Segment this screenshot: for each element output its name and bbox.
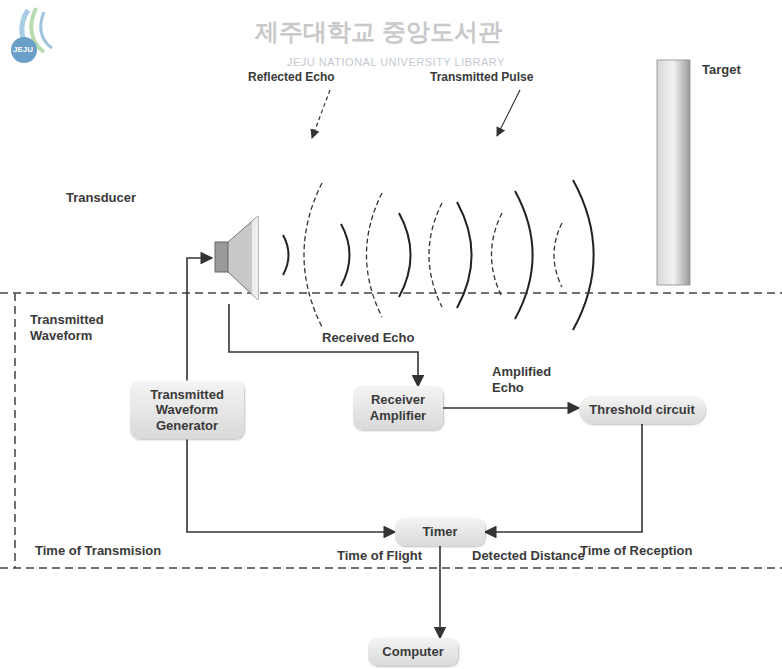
callout-label: Reflected Echo: [248, 70, 335, 84]
process-box: Transmitted Waveform Generator: [130, 381, 244, 440]
signal-arrow: [187, 258, 212, 381]
signal-arrow: [443, 407, 579, 409]
callout-label: Transmitted Pulse: [430, 70, 533, 84]
transducer-node: Transducer: [212, 212, 262, 304]
transmitted-wavefront: [399, 213, 411, 297]
signal-arrow: [187, 439, 395, 532]
signal-label: Transmitted Waveform: [30, 312, 130, 343]
signal-label: Received Echo: [322, 330, 415, 346]
transmitted-wavefront: [283, 235, 289, 275]
transducer-icon: [212, 212, 262, 304]
reflected-wavefront: [554, 223, 562, 287]
transmitted-wavefront: [341, 224, 350, 286]
logo-text: JEJU: [13, 45, 33, 55]
signal-arrow: [485, 424, 642, 532]
part-label: Transducer: [66, 190, 136, 206]
reflected-wavefront: [304, 183, 322, 327]
box-label: Transmitted Waveform Generator: [136, 387, 238, 434]
wave-fronts: [283, 180, 594, 330]
signal-label: Detected Distance: [472, 548, 585, 564]
signal-arrow: [229, 304, 418, 386]
process-box: Threshold circuit: [579, 396, 705, 424]
box-label: Computer: [374, 644, 452, 660]
watermark: JEJU NATIONAL UNIVERSITY LIBRARY: [287, 56, 505, 69]
boundary-line: [14, 293, 16, 568]
signal-label: Amplified Echo: [492, 364, 572, 395]
box-label: Timer: [401, 524, 479, 540]
transmitted-wavefront: [515, 191, 533, 319]
reflected-wavefront: [429, 203, 442, 307]
boundary-line: [0, 567, 782, 569]
box-label: Receiver Amplifier: [359, 392, 437, 423]
box-label: Threshold circuit: [585, 402, 699, 418]
library-logo: [11, 8, 52, 63]
target-plate: [657, 60, 690, 285]
signal-label: Time of Transmision: [35, 543, 161, 559]
reflected-wavefront: [367, 193, 383, 317]
process-box: Timer: [395, 518, 485, 546]
leader-line: [497, 90, 520, 136]
signal-label: Time of Flight: [337, 548, 422, 564]
signal-arrow: [439, 546, 441, 638]
process-box: Computer: [368, 638, 458, 666]
process-box: Receiver Amplifier: [353, 386, 443, 429]
transmitted-wavefront: [573, 180, 594, 330]
signal-label: Time of Reception: [580, 543, 692, 559]
transmitted-wavefront: [457, 202, 472, 308]
reflected-wavefront: [492, 213, 503, 297]
boundary-line: [0, 292, 782, 294]
part-label: Target: [702, 62, 741, 78]
watermark: 제주대학교 중앙도서관: [255, 18, 502, 47]
leader-line: [312, 90, 330, 138]
